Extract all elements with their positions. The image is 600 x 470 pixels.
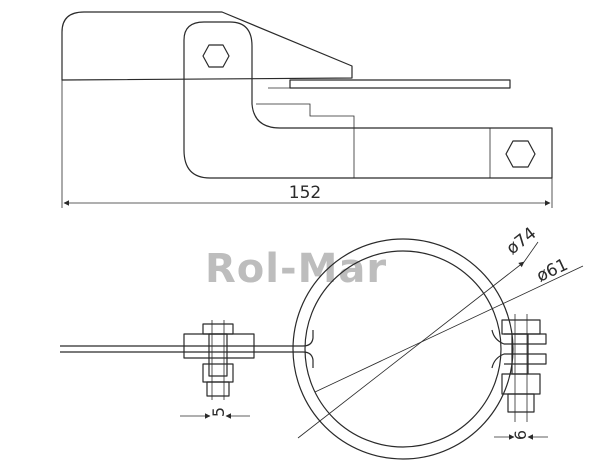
ring-outer: [292, 238, 514, 460]
hex-nut-icon: [202, 44, 230, 68]
bolt-right-dimension-label: 6: [511, 430, 530, 440]
hex-nut-icon: [505, 140, 536, 168]
outer-diameter-leader: [297, 261, 525, 439]
right-bolt: [501, 314, 541, 422]
ring-inner: [304, 250, 502, 448]
watermark-text: Rol-Mar: [205, 246, 387, 292]
top-view: 152: [61, 11, 553, 208]
flat-strap: [289, 79, 511, 89]
bolt-left-dimension-label: 5: [209, 407, 228, 417]
left-strap: [60, 330, 314, 347]
outer-diameter-label: ø74: [503, 223, 541, 258]
housing-outline: [61, 11, 353, 81]
inner-diameter-label: ø61: [534, 255, 571, 287]
arm-outline: [183, 21, 553, 179]
front-view: 5 6 ø74 ø61: [60, 223, 584, 460]
overall-length-label: 152: [289, 183, 321, 203]
right-lug: [491, 329, 547, 345]
inner-diameter-leader: [314, 265, 584, 393]
left-bolt: [202, 320, 234, 400]
